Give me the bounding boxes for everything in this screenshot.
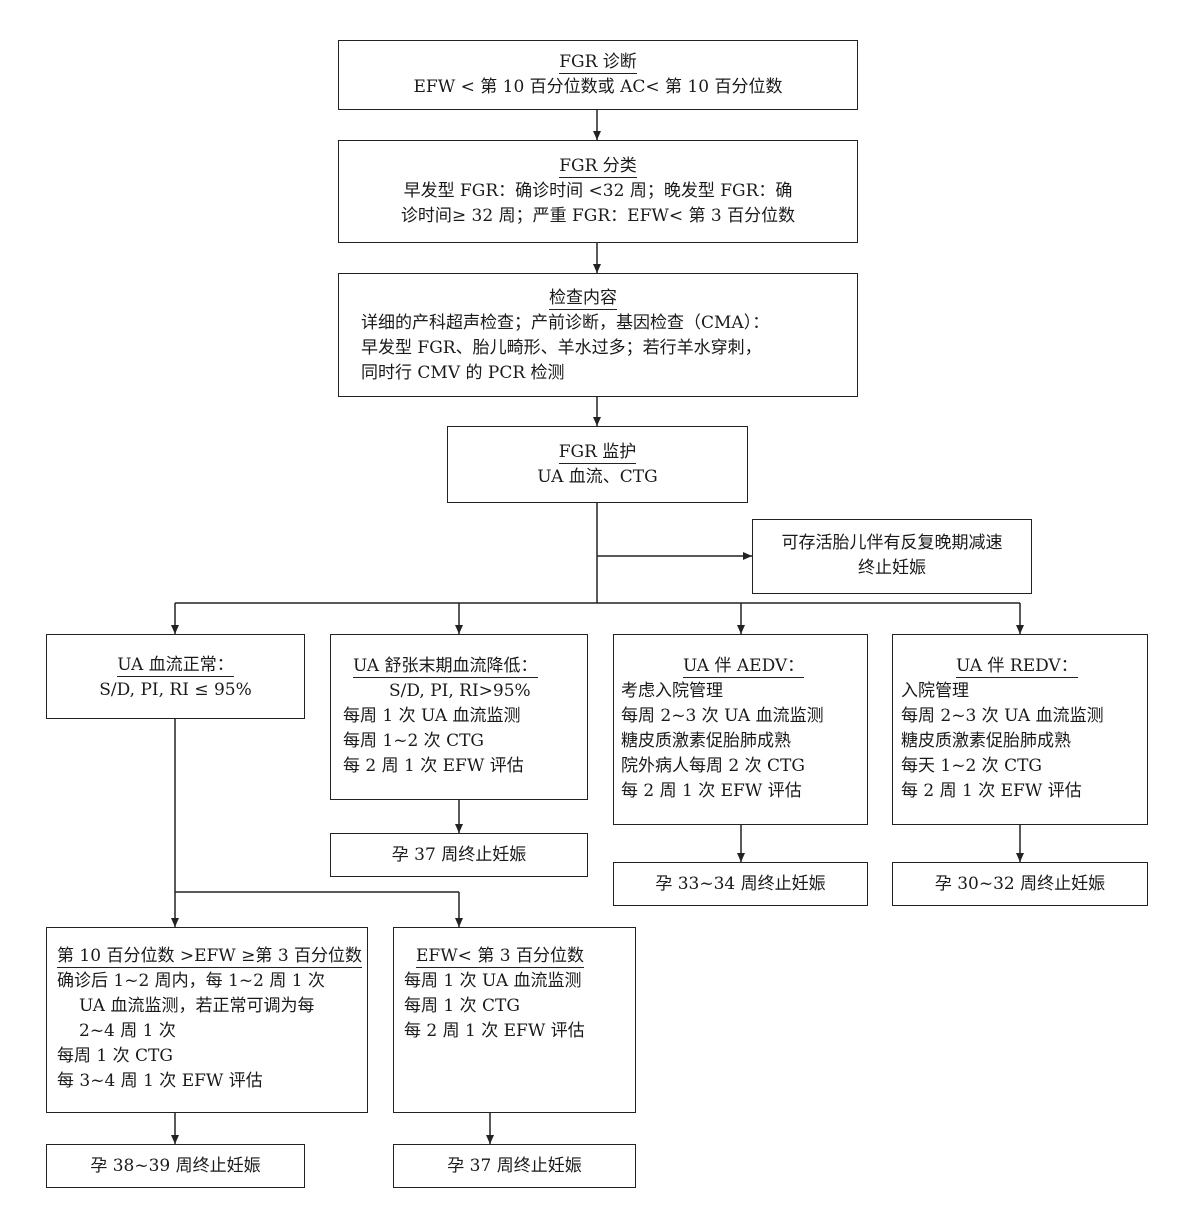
efw-low-line: 每周 1 次 CTG	[404, 996, 520, 1016]
classification-line: 诊时间≥ 32 周；严重 FGR：EFW< 第 3 百分位数	[400, 206, 796, 226]
ua-normal-line: S/D, PI, RI ≤ 95%	[99, 680, 252, 700]
ua-aedv-line: 每周 2~3 次 UA 血流监测	[621, 706, 824, 726]
ua-redv-line: 每天 1~2 次 CTG	[901, 756, 1043, 776]
ua-redv-line: 每周 2~3 次 UA 血流监测	[901, 706, 1104, 726]
monitoring-line: UA 血流、CTG	[537, 467, 658, 487]
monitoring-box: FGR 监护 UA 血流、CTG	[447, 426, 748, 503]
efw-mid-line: 每 3~4 周 1 次 EFW 评估	[57, 1071, 263, 1091]
classification-box: FGR 分类 早发型 FGR：确诊时间 <32 周；晚发型 FGR：确 诊时间≥…	[338, 140, 858, 243]
ua-normal-title: UA 血流正常：	[117, 655, 234, 677]
ua-reduced-outcome: 孕 37 周终止妊娠	[391, 845, 527, 865]
ua-reduced-box: UA 舒张末期血流降低： S/D, PI, RI>95% 每周 1 次 UA 血…	[330, 634, 588, 800]
ua-redv-line: 入院管理	[901, 681, 969, 701]
classification-title: FGR 分类	[559, 156, 637, 178]
efw-mid-box: 第 10 百分位数 >EFW ≥第 3 百分位数 确诊后 1~2 周内，每 1~…	[46, 927, 368, 1113]
ua-aedv-outcome: 孕 33~34 周终止妊娠	[655, 874, 826, 894]
efw-mid-outcome: 孕 38~39 周终止妊娠	[90, 1156, 261, 1176]
diagnosis-box: FGR 诊断 EFW < 第 10 百分位数或 AC< 第 10 百分位数	[338, 40, 858, 110]
ua-aedv-line: 院外病人每周 2 次 CTG	[621, 756, 805, 776]
examination-line: 同时行 CMV 的 PCR 检测	[361, 363, 565, 383]
monitoring-title: FGR 监护	[558, 442, 637, 464]
efw-mid-line: 每周 1 次 CTG	[57, 1046, 173, 1066]
efw-low-title: EFW< 第 3 百分位数	[416, 946, 584, 968]
ua-redv-outcome-box: 孕 30~32 周终止妊娠	[892, 862, 1148, 906]
ua-redv-line: 糖皮质激素促胎肺成熟	[901, 731, 1071, 751]
ua-aedv-box: UA 伴 AEDV： 考虑入院管理 每周 2~3 次 UA 血流监测 糖皮质激素…	[613, 634, 868, 825]
classification-line: 早发型 FGR：确诊时间 <32 周；晚发型 FGR：确	[403, 181, 793, 201]
ua-aedv-line: 每 2 周 1 次 EFW 评估	[621, 781, 802, 801]
efw-mid-line: UA 血流监测，若正常可调为每	[79, 996, 315, 1016]
efw-low-box: EFW< 第 3 百分位数 每周 1 次 UA 血流监测 每周 1 次 CTG …	[393, 927, 636, 1113]
efw-low-line: 每 2 周 1 次 EFW 评估	[404, 1021, 585, 1041]
ua-reduced-line: S/D, PI, RI>95%	[389, 681, 531, 701]
ua-reduced-line: 每周 1 次 UA 血流监测	[343, 706, 521, 726]
ua-redv-title: UA 伴 REDV：	[956, 656, 1078, 678]
examination-box: 检查内容 详细的产科超声检查；产前诊断，基因检查（CMA）： 早发型 FGR、胎…	[338, 273, 858, 397]
efw-mid-title: 第 10 百分位数 >EFW ≥第 3 百分位数	[57, 946, 363, 968]
efw-mid-line: 确诊后 1~2 周内，每 1~2 周 1 次	[57, 971, 325, 991]
late-decel-box: 可存活胎儿伴有反复晚期减速 终止妊娠	[752, 519, 1032, 594]
ua-aedv-title: UA 伴 AEDV：	[683, 656, 805, 678]
late-decel-line: 终止妊娠	[858, 558, 926, 578]
ua-reduced-line: 每 2 周 1 次 EFW 评估	[343, 756, 524, 776]
ua-aedv-outcome-box: 孕 33~34 周终止妊娠	[613, 862, 868, 906]
efw-low-line: 每周 1 次 UA 血流监测	[404, 971, 582, 991]
ua-reduced-outcome-box: 孕 37 周终止妊娠	[330, 833, 588, 877]
ua-aedv-line: 糖皮质激素促胎肺成熟	[621, 731, 791, 751]
late-decel-line: 可存活胎儿伴有反复晚期减速	[781, 533, 1003, 553]
ua-aedv-line: 考虑入院管理	[621, 681, 723, 701]
efw-mid-outcome-box: 孕 38~39 周终止妊娠	[46, 1144, 305, 1188]
efw-low-outcome: 孕 37 周终止妊娠	[447, 1156, 582, 1176]
ua-normal-box: UA 血流正常： S/D, PI, RI ≤ 95%	[46, 634, 305, 719]
diagnosis-line: EFW < 第 10 百分位数或 AC< 第 10 百分位数	[413, 77, 783, 97]
ua-reduced-line: 每周 1~2 次 CTG	[343, 731, 485, 751]
ua-reduced-title: UA 舒张末期血流降低：	[353, 656, 538, 678]
examination-line: 早发型 FGR、胎儿畸形、羊水过多；若行羊水穿刺，	[361, 338, 762, 358]
efw-low-outcome-box: 孕 37 周终止妊娠	[393, 1144, 636, 1188]
efw-mid-line: 2~4 周 1 次	[79, 1021, 176, 1041]
ua-redv-box: UA 伴 REDV： 入院管理 每周 2~3 次 UA 血流监测 糖皮质激素促胎…	[892, 634, 1148, 825]
ua-redv-outcome: 孕 30~32 周终止妊娠	[934, 874, 1106, 894]
diagnosis-title: FGR 诊断	[559, 52, 637, 74]
examination-line: 详细的产科超声检查；产前诊断，基因检查（CMA）：	[361, 313, 770, 333]
ua-redv-line: 每 2 周 1 次 EFW 评估	[901, 781, 1082, 801]
examination-title: 检查内容	[549, 288, 617, 310]
